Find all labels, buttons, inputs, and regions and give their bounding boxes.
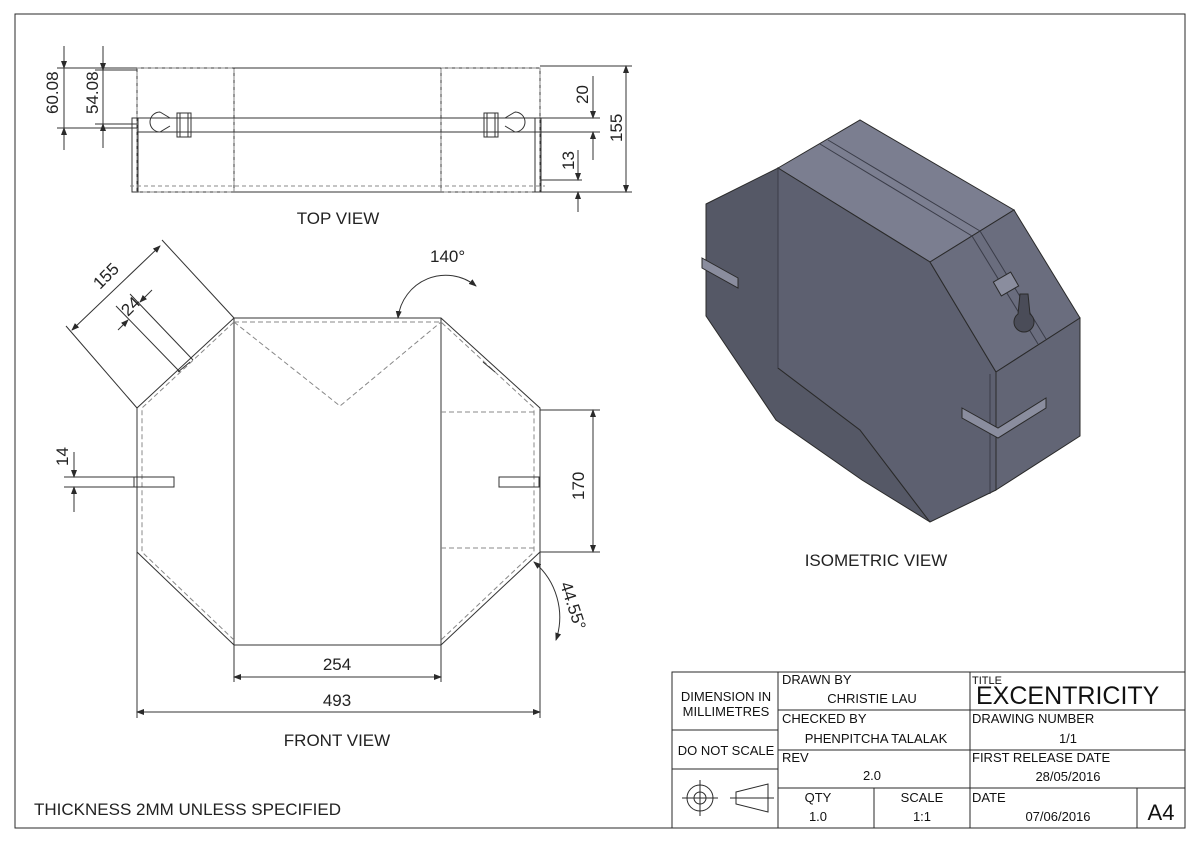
front-view-dims — [64, 239, 600, 718]
date-label: DATE — [972, 790, 1006, 805]
keyhole-slot-icon — [504, 111, 526, 133]
title-block — [671, 671, 1186, 829]
front-view-label: FRONT VIEW — [284, 731, 390, 750]
keyhole-slot-icon — [149, 111, 171, 133]
drawing-number-label: DRAWING NUMBER — [972, 711, 1094, 726]
qty-label: QTY — [805, 790, 832, 805]
tab-clip — [483, 112, 499, 138]
checked-by-value: PHENPITCHA TALALAK — [805, 731, 948, 746]
dim-254: 254 — [323, 655, 351, 674]
millimetres-label: MILLIMETRES — [683, 704, 770, 719]
third-angle-projection-icon — [682, 780, 774, 816]
dim-170: 170 — [569, 472, 588, 500]
tab-clip — [176, 112, 192, 138]
top-view-right-dims — [540, 65, 632, 212]
dim-24: 24 — [117, 293, 144, 320]
front-view — [133, 317, 541, 646]
side-tab-right — [498, 476, 540, 488]
dim-155-slant: 155 — [89, 259, 122, 292]
dim-155-top: 155 — [607, 114, 626, 142]
top-view-label: TOP VIEW — [297, 209, 380, 228]
dim-54-08: 54.08 — [83, 71, 102, 114]
scale-label: SCALE — [901, 790, 944, 805]
sheet-size: A4 — [1148, 800, 1175, 825]
thickness-note: THICKNESS 2MM UNLESS SPECIFIED — [34, 800, 341, 819]
dim-20: 20 — [573, 85, 592, 104]
rev-label: REV — [782, 750, 809, 765]
side-tab-left — [133, 476, 175, 488]
date-value: 07/06/2016 — [1025, 809, 1090, 824]
dim-140-deg: 140° — [430, 247, 465, 266]
front-view-outline — [136, 317, 541, 646]
iso-tab-right — [961, 397, 1047, 439]
title-label: TITLE — [972, 675, 1002, 687]
first-release-label: FIRST RELEASE DATE — [972, 750, 1111, 765]
drawn-by-label: DRAWN BY — [782, 672, 852, 687]
dim-60-08: 60.08 — [43, 71, 62, 114]
first-release-value: 28/05/2016 — [1035, 769, 1100, 784]
isometric-view — [701, 119, 1081, 523]
dim-13: 13 — [559, 151, 578, 170]
isometric-view-label: ISOMETRIC VIEW — [805, 551, 948, 570]
iso-tab-left — [701, 257, 739, 289]
top-view — [130, 67, 545, 193]
dim-14: 14 — [53, 447, 72, 466]
drawn-by-value: CHRISTIE LAU — [827, 691, 917, 706]
dim-493: 493 — [323, 691, 351, 710]
drawing-number-value: 1/1 — [1059, 731, 1077, 746]
rev-value: 2.0 — [863, 768, 881, 783]
do-not-scale-label: DO NOT SCALE — [678, 743, 775, 758]
top-view-outline — [136, 67, 541, 193]
scale-value: 1:1 — [913, 809, 931, 824]
drawing-title: EXCENTRICITY — [976, 682, 1160, 710]
iso-clip — [992, 271, 1020, 297]
sheet-border — [14, 13, 1186, 829]
dim-44-55-deg: 44.55° — [556, 579, 589, 632]
top-view-left-dims — [57, 46, 137, 150]
iso-keyhole-icon — [1013, 293, 1035, 333]
dimension-in-label: DIMENSION IN — [681, 689, 771, 704]
qty-value: 1.0 — [809, 809, 827, 824]
checked-by-label: CHECKED BY — [782, 711, 867, 726]
